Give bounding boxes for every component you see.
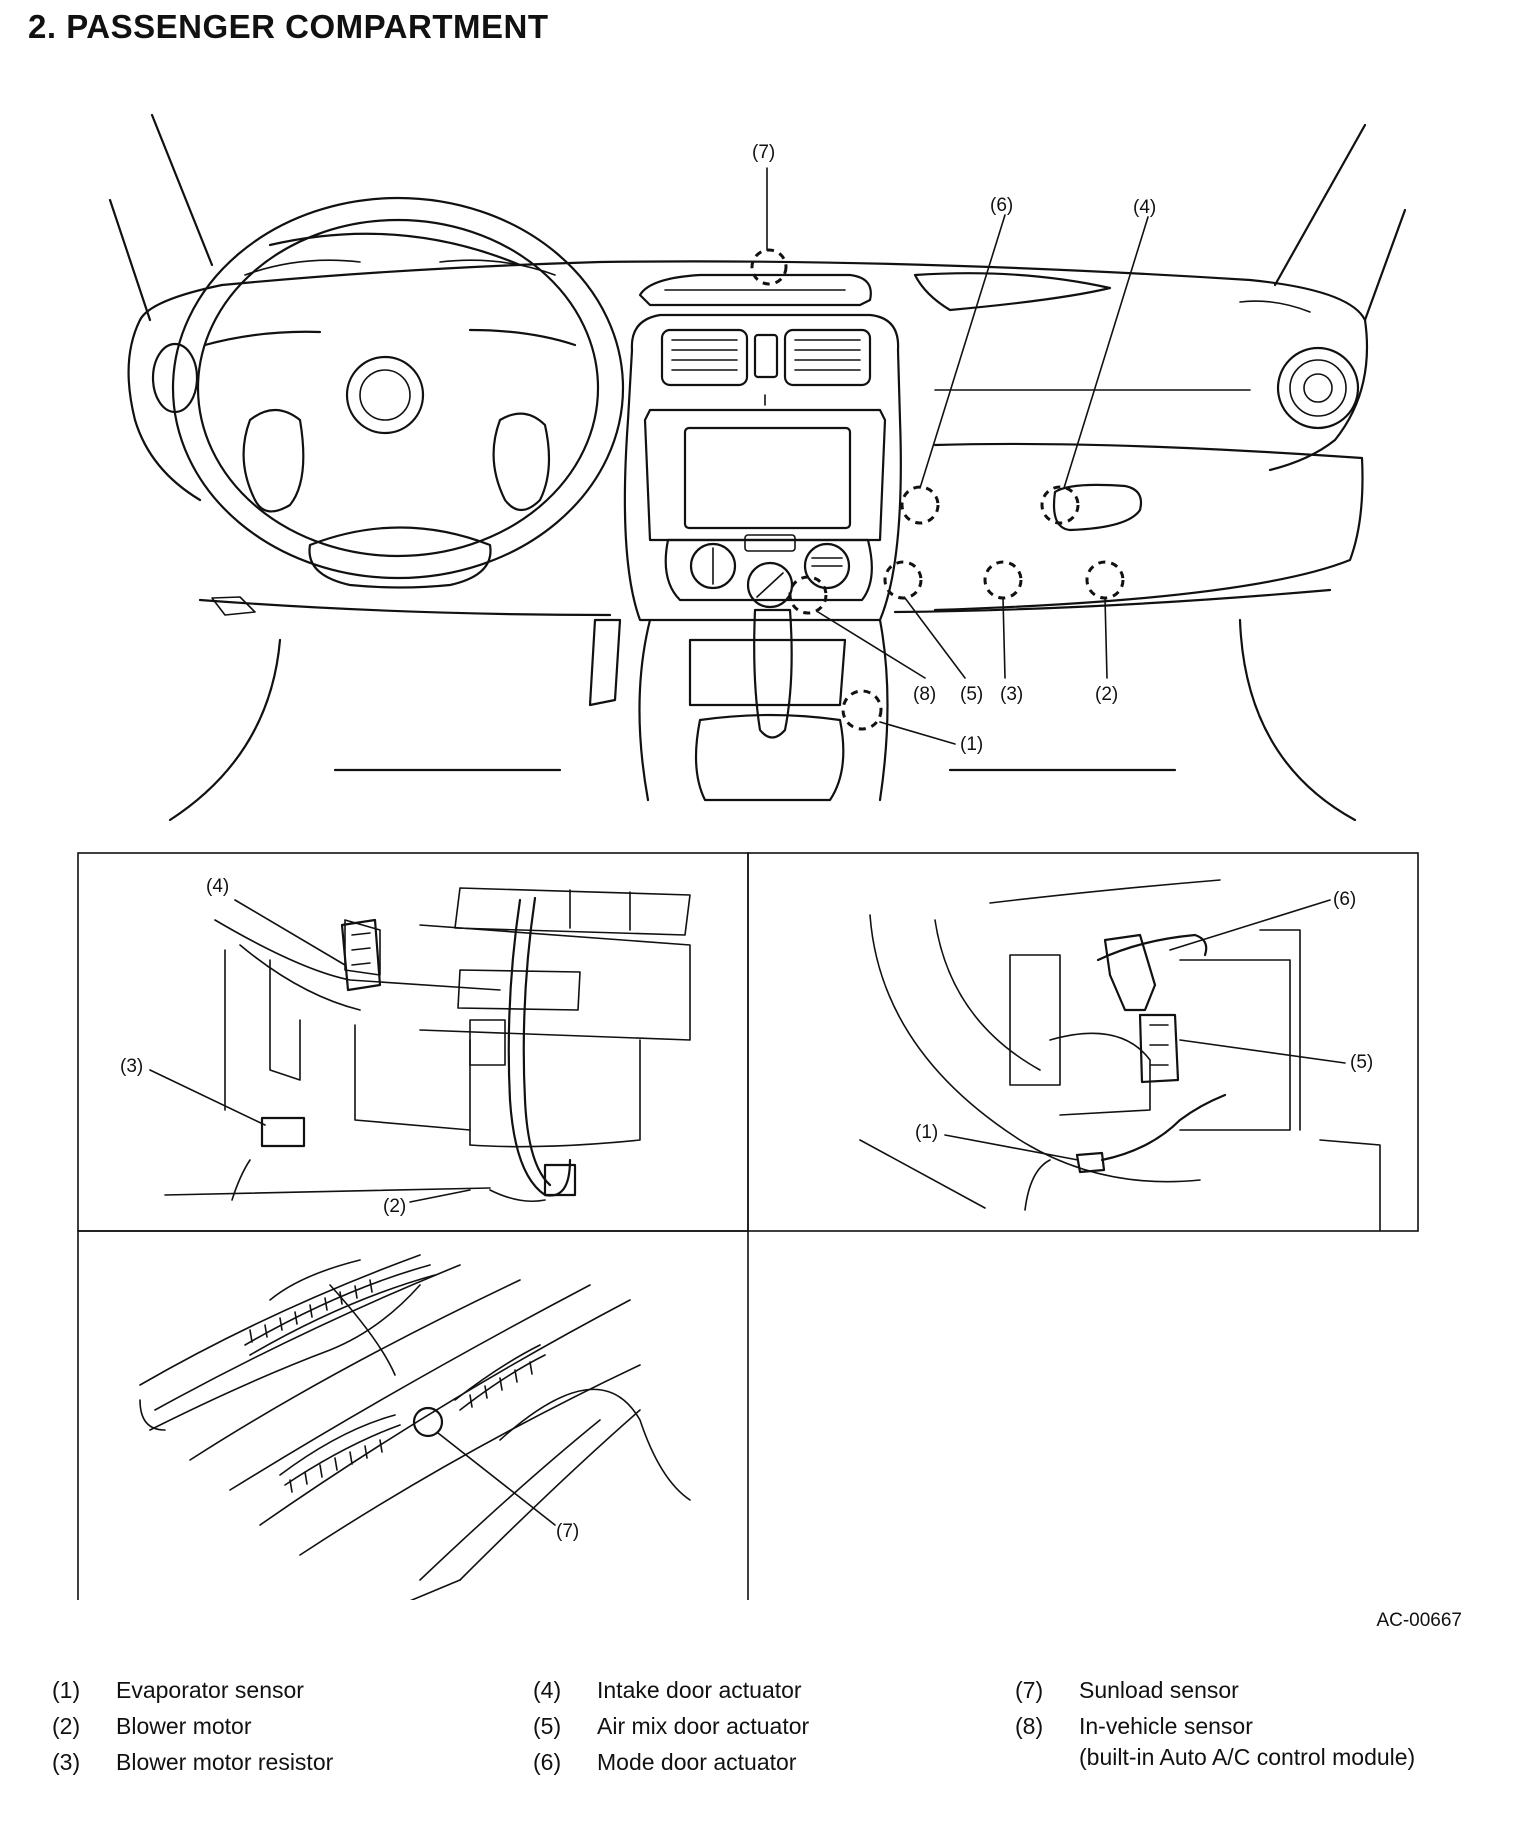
heater-unit-illustration: (6) (5) (1) — [859, 879, 1381, 1231]
blower-motor-marker — [1085, 560, 1125, 600]
callout-5: (5) — [960, 684, 983, 705]
legend-item: (2)Blower motor — [52, 1713, 252, 1739]
legend-column-2: (4)Intake door actuator (5)Air mix door … — [533, 1672, 809, 1780]
callout-3: (3) — [1000, 684, 1023, 705]
detail-panel-sunload — [77, 1230, 749, 1600]
detail-panel-heater-unit — [747, 852, 1419, 1232]
legend-item: (6)Mode door actuator — [533, 1749, 797, 1775]
panel1-callout-4: (4) — [206, 876, 229, 897]
panel2-callout-6: (6) — [1333, 889, 1356, 910]
evaporator-sensor-marker — [841, 689, 883, 731]
legend-column-3: (7)Sunload sensor (8)In-vehicle sensor (… — [1015, 1672, 1415, 1770]
legend-item: (5)Air mix door actuator — [533, 1713, 810, 1739]
legend-item: (8)In-vehicle sensor — [1015, 1713, 1253, 1739]
callout-2: (2) — [1095, 684, 1118, 705]
legend-item-continuation: (built-in Auto A/C control module) — [1079, 1744, 1416, 1770]
callout-7: (7) — [752, 142, 775, 163]
blower-unit-illustration: (4) (3) (2) — [120, 876, 691, 1217]
legend-item: (4)Intake door actuator — [533, 1677, 802, 1703]
blower-motor-resistor-marker — [983, 560, 1023, 600]
detail-panel-blower — [77, 852, 749, 1232]
legend-column-1: (1)Evaporator sensor (2)Blower motor (3)… — [52, 1672, 333, 1780]
sunload-sensor-marker — [750, 248, 788, 286]
panel2-callout-1: (1) — [915, 1122, 938, 1143]
callout-4: (4) — [1133, 197, 1156, 218]
panel2-callout-5: (5) — [1350, 1052, 1373, 1073]
panel1-callout-3: (3) — [120, 1056, 143, 1077]
dashboard-overview-illustration: (7) (6) (4) (8) (5) (3) (2) (1) — [108, 113, 1407, 822]
callout-1: (1) — [960, 734, 983, 755]
panel3-callout-7: (7) — [556, 1521, 579, 1542]
sunload-sensor-illustration: (7) — [139, 1254, 691, 1600]
mode-door-actuator-marker — [900, 485, 940, 525]
air-mix-door-actuator-marker — [883, 560, 923, 600]
legend-item: (1)Evaporator sensor — [52, 1677, 304, 1703]
panel1-callout-2: (2) — [383, 1196, 406, 1217]
legend-item: (7)Sunload sensor — [1015, 1677, 1239, 1703]
sunload-sensor — [412, 1406, 444, 1438]
legend-item: (3)Blower motor resistor — [52, 1749, 334, 1775]
callout-8: (8) — [913, 684, 936, 705]
intake-door-actuator-marker — [1040, 485, 1080, 525]
in-vehicle-sensor-marker — [788, 575, 828, 615]
page-title: 2. PASSENGER COMPARTMENT — [28, 8, 549, 45]
figure-code: AC-00667 — [1376, 1610, 1462, 1631]
passenger-compartment-diagram: (7) (6) (4) (8) (5) (3) (2) (1) — [77, 113, 1419, 1600]
callout-6: (6) — [990, 195, 1013, 216]
